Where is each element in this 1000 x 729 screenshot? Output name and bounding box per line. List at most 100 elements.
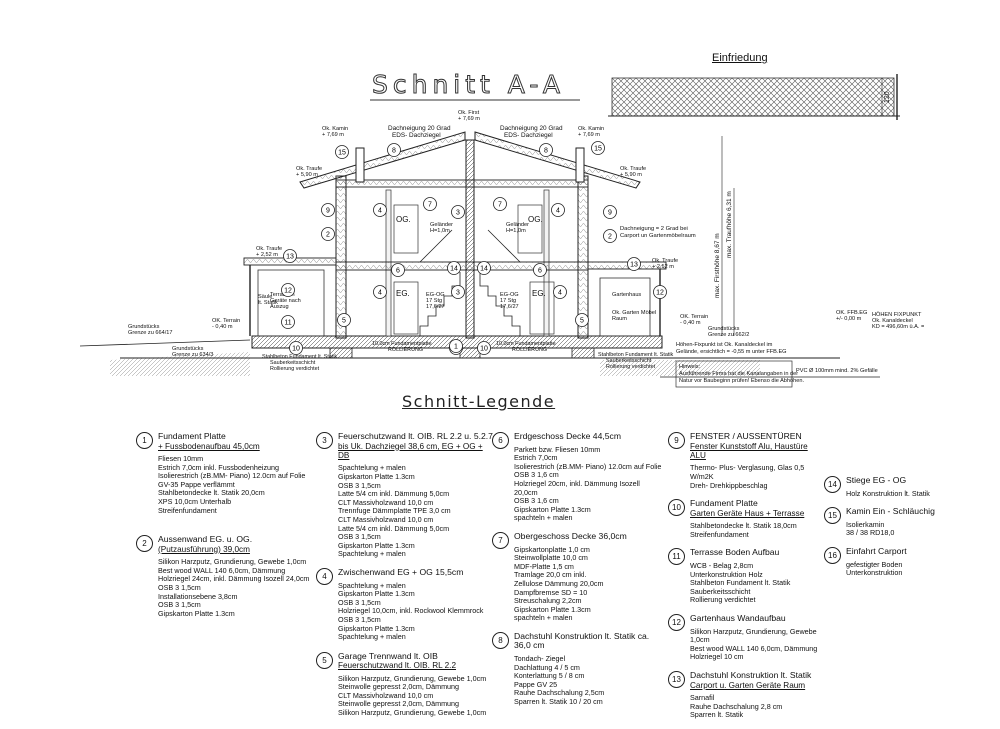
og-label-right: OG. <box>528 215 543 224</box>
legend-heading: Fundament Platte <box>158 431 226 441</box>
stairs-right <box>479 272 521 336</box>
legend-line: Unterkonstruktion <box>846 568 903 578</box>
section-title: Schnitt A-A <box>372 70 565 99</box>
legend-line: Spachtelung + malen <box>338 632 406 642</box>
legend-number: 9 <box>668 432 685 449</box>
marker-circle <box>321 203 335 217</box>
marker-number: 2 <box>326 232 330 239</box>
legend-line: Gipskarton Platte 1.3cm <box>514 504 591 514</box>
legend-line: Streifenfundament <box>690 529 749 539</box>
soil-hatch <box>110 352 250 376</box>
legend-number: 4 <box>316 567 333 585</box>
section-marker: 6 <box>533 263 547 277</box>
level-traufe-low-right: Ok. Traufe+ 2,52 m <box>652 258 678 270</box>
legend-number: 1 <box>136 432 153 449</box>
marker-number: 2 <box>608 234 612 241</box>
legend-line: Silikon Harzputz, Grundierung, Gewebe 1,… <box>690 626 817 645</box>
section-marker: 5 <box>575 313 589 327</box>
legend-line: Isolierestrich (zB.MM- Piano) 12.0cm auf… <box>514 461 662 471</box>
marker-number: 14 <box>480 266 488 273</box>
legend-line: Dampfbremse SD = 10 <box>514 587 588 597</box>
footing-left <box>329 347 353 359</box>
notice-text: Hinweis:Ausführende Firma hat die Kanala… <box>679 364 804 384</box>
marker-number: 8 <box>392 148 396 155</box>
legend-number: 6 <box>492 432 509 449</box>
marker-number: 12 <box>284 288 292 295</box>
marker-circle <box>283 249 297 263</box>
marker-number: 7 <box>428 202 432 209</box>
marker-circle <box>451 285 465 299</box>
legend-line: Gipskarton Platte 1.3cm <box>158 608 235 618</box>
roof-right <box>474 131 641 189</box>
legend-number: 5 <box>316 651 333 669</box>
legend-line: Streifenfundament <box>158 505 217 515</box>
legend-line: OSB 3 1,6 cm <box>514 470 559 480</box>
section-marker: 15 <box>335 145 349 159</box>
legend-line: Trennfuge Dämmplatte TPE 3,0 cm <box>338 506 451 516</box>
marker-circle <box>539 143 553 157</box>
legend-line: OSB 3 1,5cm <box>338 532 381 542</box>
section-marker: 10 <box>289 341 303 355</box>
legend-heading: Feuerschutzwand lt. OIB. RL 2.2 <box>338 661 457 671</box>
og-label-left: OG. <box>396 215 411 224</box>
terrace-structure <box>257 269 325 337</box>
section-marker: 2 <box>321 227 335 241</box>
legend-line: CLT Massivholzwand 10,0 cm <box>338 690 434 700</box>
legend-heading: Fenster Kunststoff Alu, Haustüre ALU <box>690 441 808 460</box>
legend-heading: Stiege EG - OG <box>846 475 907 485</box>
marker-circle <box>335 145 349 159</box>
section-marker: 12 <box>653 285 667 299</box>
section-marker: 13 <box>283 249 297 263</box>
marker-number: 4 <box>378 290 382 297</box>
marker-circle <box>373 203 387 217</box>
legend-line: Best wood WALL 140 6,0cm, Dämmung <box>690 643 818 653</box>
marker-circle <box>477 341 491 355</box>
legend-line: Holzriegel 10 cm <box>690 652 744 662</box>
legend-line: Gipskartonplatte 1,0 cm <box>514 544 590 554</box>
legend-heading: (Putzausführung) 39,0cm <box>158 544 250 554</box>
fence-detail: 120 <box>608 74 900 120</box>
legend-line: Estrich 7,0cm <box>514 453 558 463</box>
marker-circle <box>603 205 617 219</box>
legend-line: Holzriegel 20cm, inkl. Dämmung Isozell 2… <box>514 478 640 497</box>
height-dimensions: max. Firsthöhe 8,67 m max. Traufhöhe 6,3… <box>714 136 735 336</box>
marker-circle <box>321 227 335 241</box>
legend-line: GV-35 Pappe verflämmt <box>158 479 235 489</box>
section-marker: 9 <box>321 203 335 217</box>
marker-circle <box>603 229 617 243</box>
stairs-left <box>419 272 461 336</box>
legend-line: OSB 3 1,6 cm <box>514 496 559 506</box>
marker-circle <box>281 315 295 329</box>
carport-roof-right <box>587 261 667 270</box>
marker-circle <box>551 203 565 217</box>
marker-number: 10 <box>292 346 300 353</box>
marker-circle <box>337 313 351 327</box>
legend-line: OSB 3 1,5cm <box>158 600 201 610</box>
marker-number: 12 <box>656 290 664 297</box>
marker-circle <box>449 339 463 353</box>
og-ceiling <box>335 179 589 188</box>
